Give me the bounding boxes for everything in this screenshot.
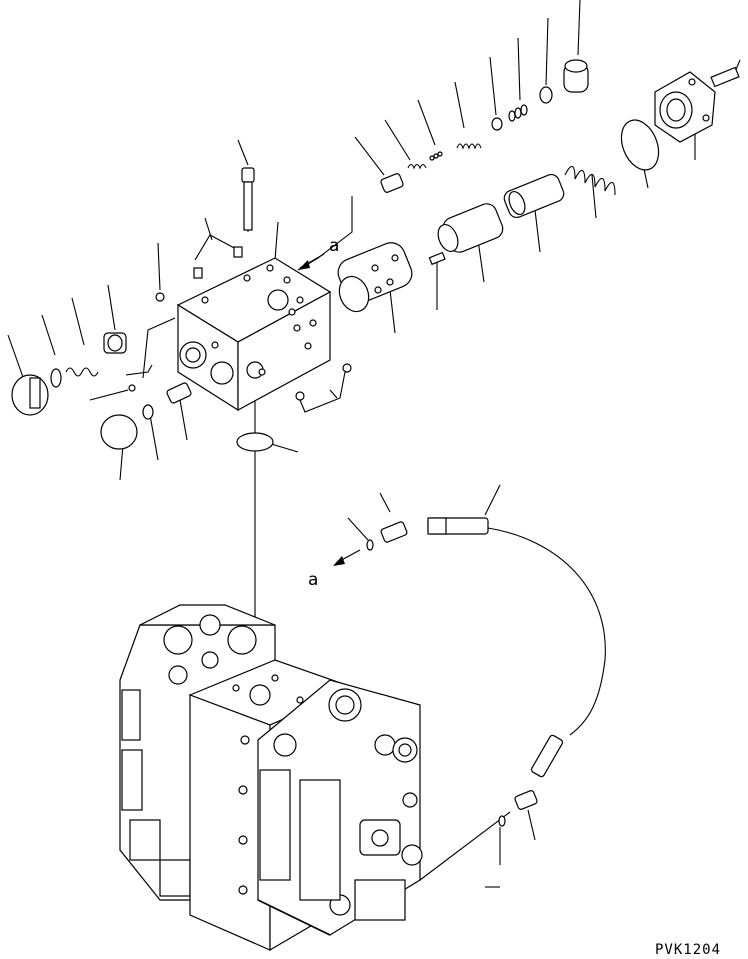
elbow-fitting xyxy=(380,521,408,543)
spring-2 xyxy=(456,143,482,150)
spool-parts-row xyxy=(337,119,660,313)
large-o-ring xyxy=(620,119,660,171)
washer xyxy=(491,117,503,131)
pin xyxy=(428,251,446,266)
left-plug-neck xyxy=(29,377,41,409)
lower-fitting xyxy=(166,382,192,404)
lower-plug-cap xyxy=(100,414,138,450)
lower-alignment-line xyxy=(419,811,511,881)
upper-small-parts xyxy=(380,59,589,193)
small-screw xyxy=(128,384,136,392)
lower-sensor-o-ring xyxy=(498,815,506,827)
flange-bolt xyxy=(710,66,740,88)
lower-sensor xyxy=(530,734,564,778)
lower-fitting-elbow xyxy=(514,790,538,810)
sensor-wire xyxy=(487,527,606,736)
reference-arrows xyxy=(298,253,361,566)
ref-label-a-bottom: a xyxy=(308,570,318,590)
small-spring xyxy=(407,163,427,170)
left-plug-assembly xyxy=(11,332,127,416)
block-bolts xyxy=(155,167,352,401)
o-ring-small xyxy=(539,86,553,104)
small-plug xyxy=(380,173,404,193)
left-o-ring xyxy=(50,368,62,388)
flange-cover xyxy=(654,66,740,143)
upper-valve-block xyxy=(176,257,332,412)
drawing-code: PVK1204 xyxy=(655,942,721,958)
ref-label-a-top: a xyxy=(329,236,339,256)
large-spring xyxy=(564,165,616,196)
main-control-valve xyxy=(119,604,423,952)
lower-o-ring xyxy=(142,404,154,420)
sensor-connector xyxy=(366,517,564,827)
sensor-o-ring xyxy=(366,539,374,551)
lower-left-plug-assembly xyxy=(100,382,192,450)
gasket-ring xyxy=(236,432,274,452)
left-spring xyxy=(65,367,99,377)
